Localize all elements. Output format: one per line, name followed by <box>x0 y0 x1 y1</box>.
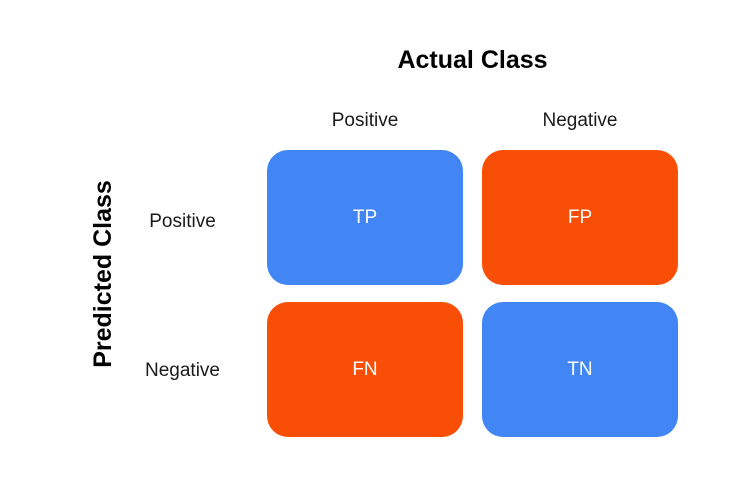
cell-label-true-positive: TP <box>352 206 378 228</box>
column-header-negative: Negative <box>542 110 618 131</box>
row-header-positive: Positive <box>149 211 216 232</box>
actual-class-title: Actual Class <box>397 46 548 74</box>
matrix-cell-false-negative: FN <box>267 302 463 437</box>
column-header-positive: Positive <box>331 110 399 131</box>
row-header-negative: Negative <box>145 360 220 381</box>
cell-label-false-positive: FP <box>567 206 593 228</box>
cell-label-false-negative: FN <box>352 358 378 380</box>
matrix-cell-true-negative: TN <box>482 302 678 437</box>
matrix-cell-false-positive: FP <box>482 150 678 285</box>
matrix-cell-true-positive: TP <box>267 150 463 285</box>
cell-label-true-negative: TN <box>567 358 593 380</box>
